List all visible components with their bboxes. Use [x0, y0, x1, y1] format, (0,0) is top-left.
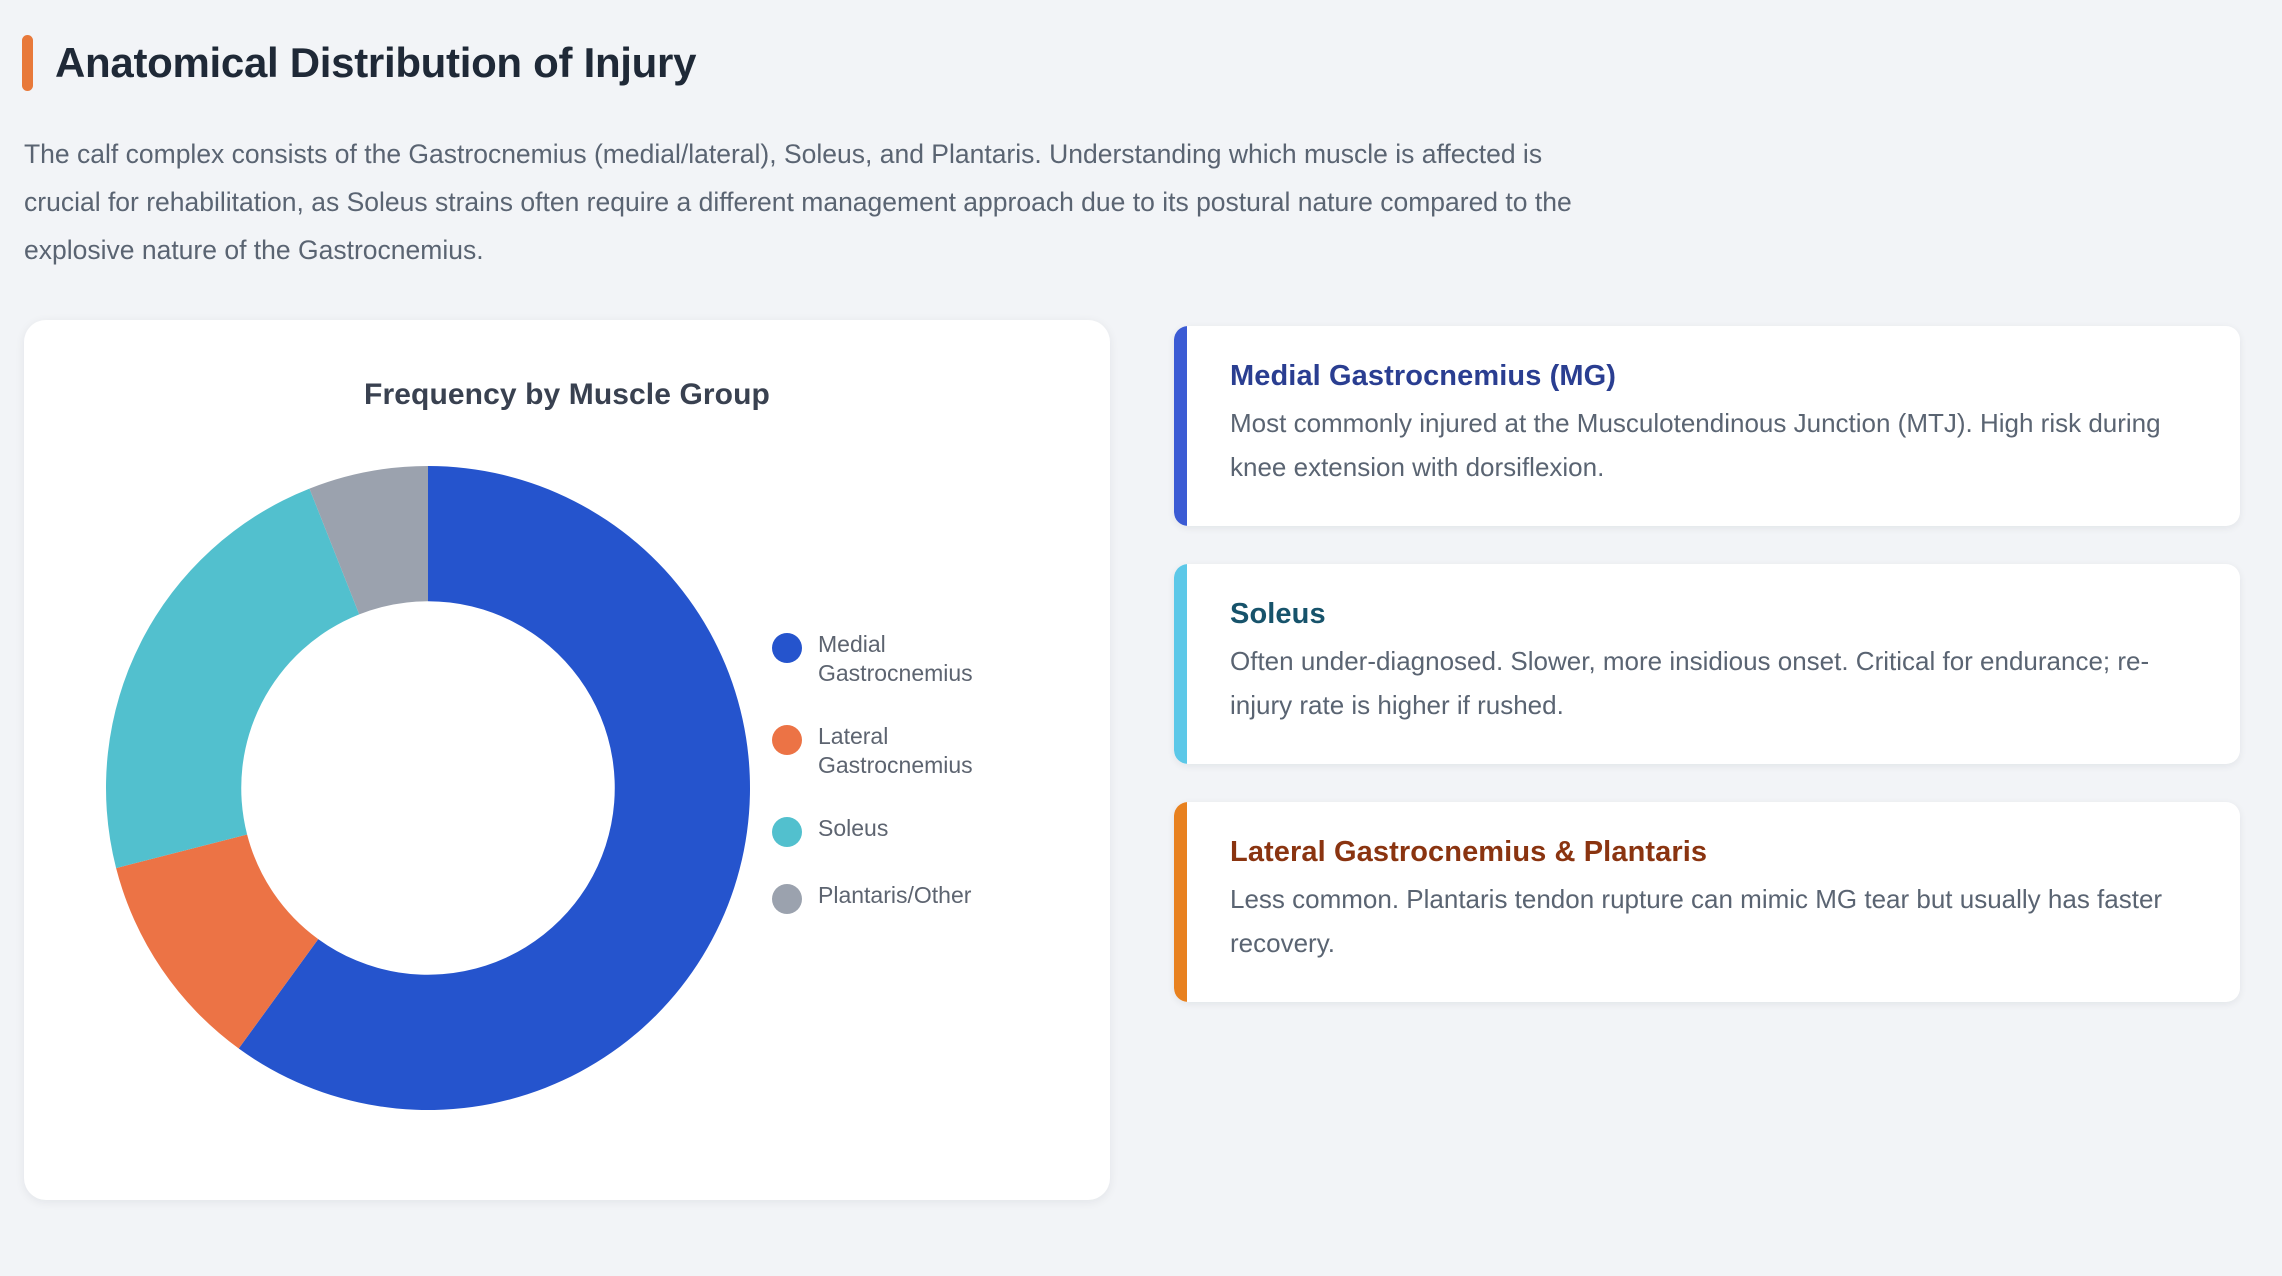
- chart-card: Frequency by Muscle Group Medial Gastroc…: [24, 320, 1110, 1200]
- donut-chart[interactable]: [78, 438, 778, 1138]
- muscle-info-card-list: Medial Gastrocnemius (MG) Most commonly i…: [1174, 326, 2240, 1002]
- section-intro-text: The calf complex consists of the Gastroc…: [24, 139, 1572, 265]
- section-heading: Anatomical Distribution of Injury: [22, 32, 2282, 94]
- card-title: Soleus: [1230, 598, 1326, 630]
- card-accent-bar: [1174, 326, 1187, 526]
- donut-slice[interactable]: [238, 466, 750, 1110]
- legend-label: Medial Gastrocnemius: [818, 631, 973, 686]
- legend-item[interactable]: Plantaris/Other: [772, 881, 1018, 914]
- legend-label: Plantaris/Other: [818, 882, 972, 908]
- legend-swatch-icon: [772, 817, 802, 847]
- content-columns: Frequency by Muscle Group Medial Gastroc…: [24, 320, 2282, 1200]
- card-title: Medial Gastrocnemius (MG): [1230, 360, 1617, 392]
- chart-title: Frequency by Muscle Group: [364, 378, 770, 411]
- donut-chart-wrapper: [42, 424, 754, 1136]
- legend-item[interactable]: Soleus: [772, 814, 1018, 847]
- card-body-text: Most commonly injured at the Musculotend…: [1230, 408, 2161, 482]
- legend-swatch-icon: [772, 884, 802, 914]
- card-body-text: Often under-diagnosed. Slower, more insi…: [1230, 646, 2150, 720]
- muscle-info-card[interactable]: Medial Gastrocnemius (MG) Most commonly i…: [1174, 326, 2240, 526]
- card-title: Lateral Gastrocnemius & Plantaris: [1230, 836, 1708, 868]
- card-body-text: Less common. Plantaris tendon rupture ca…: [1230, 884, 2163, 958]
- legend-label: Lateral Gastrocnemius: [818, 723, 973, 778]
- legend-item[interactable]: Lateral Gastrocnemius: [772, 722, 1018, 780]
- page-root: Anatomical Distribution of Injury The ca…: [0, 32, 2282, 1276]
- legend-swatch-icon: [772, 633, 802, 663]
- legend-label: Soleus: [818, 815, 889, 841]
- card-accent-bar: [1174, 802, 1187, 1002]
- heading-accent-bar: [22, 35, 33, 91]
- legend-swatch-icon: [772, 725, 802, 755]
- donut-slice[interactable]: [116, 834, 319, 1049]
- donut-slice[interactable]: [309, 466, 428, 615]
- page-title: Anatomical Distribution of Injury: [55, 39, 697, 86]
- donut-slice[interactable]: [106, 488, 360, 869]
- card-accent-bar: [1174, 564, 1187, 764]
- legend-item[interactable]: Medial Gastrocnemius: [772, 630, 1018, 688]
